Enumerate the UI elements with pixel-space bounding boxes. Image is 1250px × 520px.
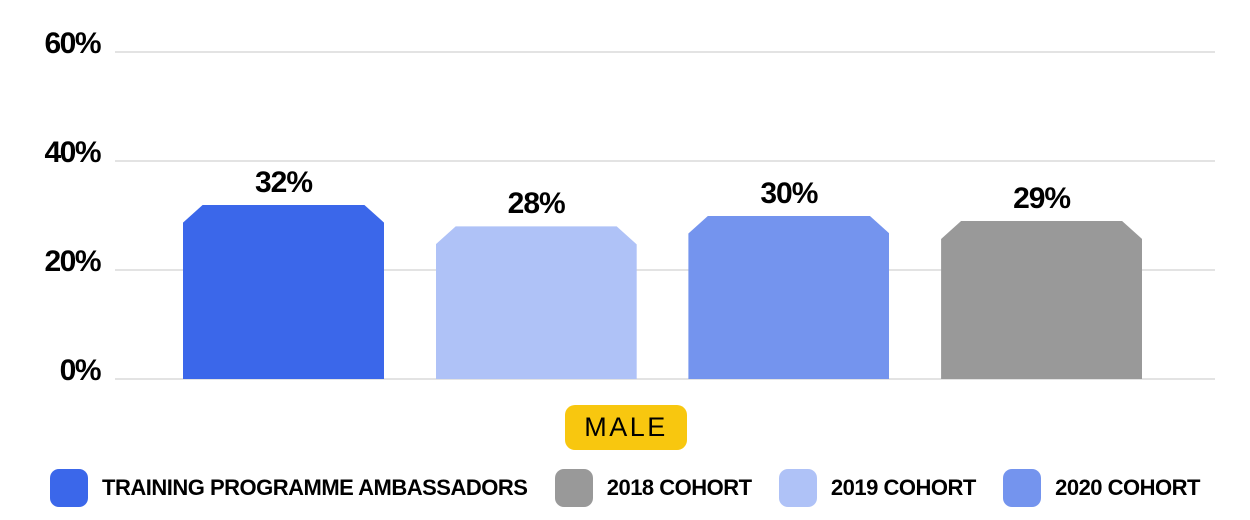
y-axis-tick-label: 60% — [44, 27, 101, 60]
bar-value-label: 32% — [254, 165, 313, 199]
bar-value-label: 30% — [760, 176, 818, 210]
bar-training-programme-ambassadors — [183, 205, 384, 379]
legend: TRAINING PROGRAMME AMBASSADORS 2018 COHOR… — [50, 468, 1200, 508]
legend-item-training-programme-ambassadors: TRAINING PROGRAMME AMBASSADORS — [50, 469, 528, 507]
bar-2018-cohort — [941, 221, 1142, 379]
legend-label: 2018 COHORT — [606, 475, 752, 500]
bar-2020-cohort — [688, 216, 889, 380]
y-axis-tick-label: 40% — [44, 136, 101, 169]
legend-item-2018-cohort: 2018 COHORT — [554, 469, 752, 507]
legend-swatch-icon — [554, 469, 593, 507]
gridline-0% — [115, 378, 1215, 380]
gridline-40% — [115, 160, 1215, 162]
legend-label: 2020 COHORT — [1055, 475, 1200, 500]
legend-item-2020-cohort: 2020 COHORT — [1003, 469, 1200, 507]
gridline-60% — [115, 51, 1215, 53]
legend-swatch-icon — [50, 469, 88, 507]
x-axis-category-badge: MALE — [565, 405, 687, 450]
bar-value-label: 29% — [1013, 181, 1071, 215]
legend-label: TRAINING PROGRAMME AMBASSADORS — [102, 475, 528, 500]
legend-item-2019-cohort: 2019 COHORT — [778, 469, 976, 507]
legend-label: 2019 COHORT — [830, 475, 976, 500]
bar-2019-cohort — [436, 226, 637, 379]
bar-value-label: 28% — [507, 187, 566, 221]
gridline-20% — [115, 269, 1215, 271]
y-axis-tick-label: 0% — [59, 354, 102, 387]
y-axis-tick-label: 20% — [44, 245, 101, 278]
legend-swatch-icon — [1003, 469, 1042, 507]
legend-swatch-icon — [778, 469, 817, 507]
